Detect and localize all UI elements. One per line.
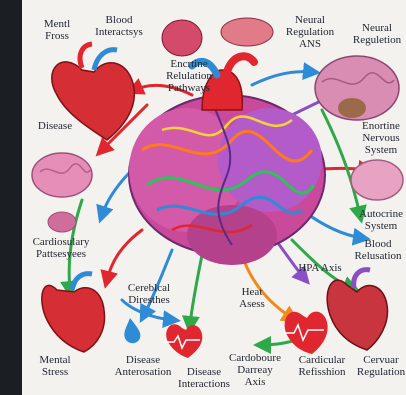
label-blood-interactions: Blood Interactsys <box>84 14 154 38</box>
central-brain-illustration <box>129 95 325 265</box>
label-endocrine-pathways: Encrtine Relulation Pathways <box>150 58 228 94</box>
label-disease: Disease <box>32 120 78 132</box>
heart-small-bottom-center <box>165 324 202 358</box>
label-endocrine-nervous-system: Enortine Nervous System <box>356 120 406 156</box>
heart-bottom-right <box>327 270 387 350</box>
brain-top-center <box>162 20 202 56</box>
label-cardiovascular-axis: Cardoboure Darreay Axis <box>220 352 290 388</box>
brain-top-right-small <box>221 18 273 46</box>
label-neural-regulation-ans: Neural Regulation ANS <box>280 14 340 50</box>
label-mental-stress: Mental Stress <box>32 354 78 378</box>
blood-drop <box>124 318 140 343</box>
label-heat-assess: Heat Asess <box>230 286 274 310</box>
label-autocrine-system: Autocrine System <box>356 208 406 232</box>
illustration-canvas: Mentl Fross Blood Interactsys Encrtine R… <box>22 0 406 395</box>
label-cardiac-refisshion: Cardicular Refisshion <box>284 354 360 378</box>
brain-left-small <box>48 212 76 232</box>
label-hpa-axis: HPA Axis <box>294 262 346 274</box>
brain-left <box>32 153 92 197</box>
brain-right-top <box>315 56 399 120</box>
label-cardiovascular-pathways: Cardiosulary Pattsesyees <box>28 236 94 260</box>
label-neural-regulation: Neural Reguletion <box>348 22 406 46</box>
label-cervular-regulation: Cervuar Regulation <box>356 354 406 378</box>
heart-small-bottom-right <box>284 312 328 354</box>
brain-right-middle <box>351 160 403 200</box>
label-disease-anterosation: Disease Anterosation <box>108 354 178 378</box>
label-blood-regulation: Blood Relusation <box>350 238 406 262</box>
label-mental-stress-top: Mentl Fross <box>36 18 78 42</box>
heart-bottom-left <box>42 274 105 352</box>
label-cerebral-directions: Cereblcal Diresthes <box>118 282 180 306</box>
